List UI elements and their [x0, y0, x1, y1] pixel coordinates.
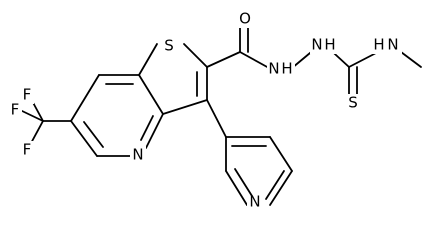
- atom-bg-f3: [20, 141, 34, 159]
- atom-bg-nh1: [267, 60, 295, 78]
- atom-n-pyridyl: N: [249, 193, 260, 211]
- bond-thio-2: [183, 43, 208, 68]
- bond-py-6: [70, 120, 98, 157]
- atom-bg-s1: [161, 37, 177, 55]
- atom-bg-s2: [345, 94, 361, 112]
- bond-carbonyl-nh: [239, 51, 270, 69]
- atom-f2: F: [23, 86, 32, 104]
- chemical-structure: S O N H N H H N S N N F F F: [8, 9, 422, 211]
- bond-py-inner-3: [140, 115, 154, 141]
- atom-n-thienopyridine: N: [132, 146, 143, 164]
- atom-bg-n-pyr: [247, 196, 263, 210]
- bond-pyr-2: [269, 136, 293, 172]
- bond-thiocarbonyl-nme: [348, 51, 379, 68]
- bond-py-1: [70, 74, 100, 122]
- bond-py-inner-2: [83, 121, 104, 148]
- atom-h3: H: [373, 36, 384, 54]
- atom-s2: S: [348, 94, 358, 112]
- bond-layer: [19, 20, 422, 206]
- bond-pyr-4: [225, 170, 248, 206]
- bond-pyr-3: [269, 170, 293, 206]
- atom-n3: N: [387, 36, 398, 54]
- bond-pyr-inner-2: [265, 170, 285, 200]
- atom-bg-f1: [8, 101, 22, 119]
- bond-py-3: [138, 74, 164, 115]
- atom-layer: S O N H N H H N S N N F F F: [8, 10, 402, 211]
- atom-o1: O: [239, 10, 251, 28]
- atom-bg-nh3: [372, 36, 402, 54]
- atom-s1: S: [164, 37, 174, 55]
- bond-nme-methyl: [400, 51, 422, 68]
- atom-f3: F: [23, 141, 32, 159]
- atom-n1: N: [268, 60, 279, 78]
- atom-h1: H: [281, 60, 292, 78]
- atom-bg-npy: [130, 146, 146, 164]
- bond-pyr-inner-3: [234, 168, 253, 197]
- atom-bg-f2: [20, 86, 34, 104]
- bond-thio-4: [162, 99, 208, 115]
- atom-bg-o1: [237, 10, 253, 28]
- bond-py-4: [145, 113, 164, 149]
- bond-c3-pyridyl: [206, 99, 227, 138]
- atom-f1: F: [11, 101, 20, 119]
- bond-thio-1: [138, 43, 158, 76]
- bond-c2-carbonyl: [206, 51, 241, 68]
- atom-h2: H: [324, 36, 335, 54]
- atom-n2: N: [311, 36, 322, 54]
- atom-bg-nh2: [310, 36, 338, 54]
- bond-cf3-f1: [19, 109, 44, 122]
